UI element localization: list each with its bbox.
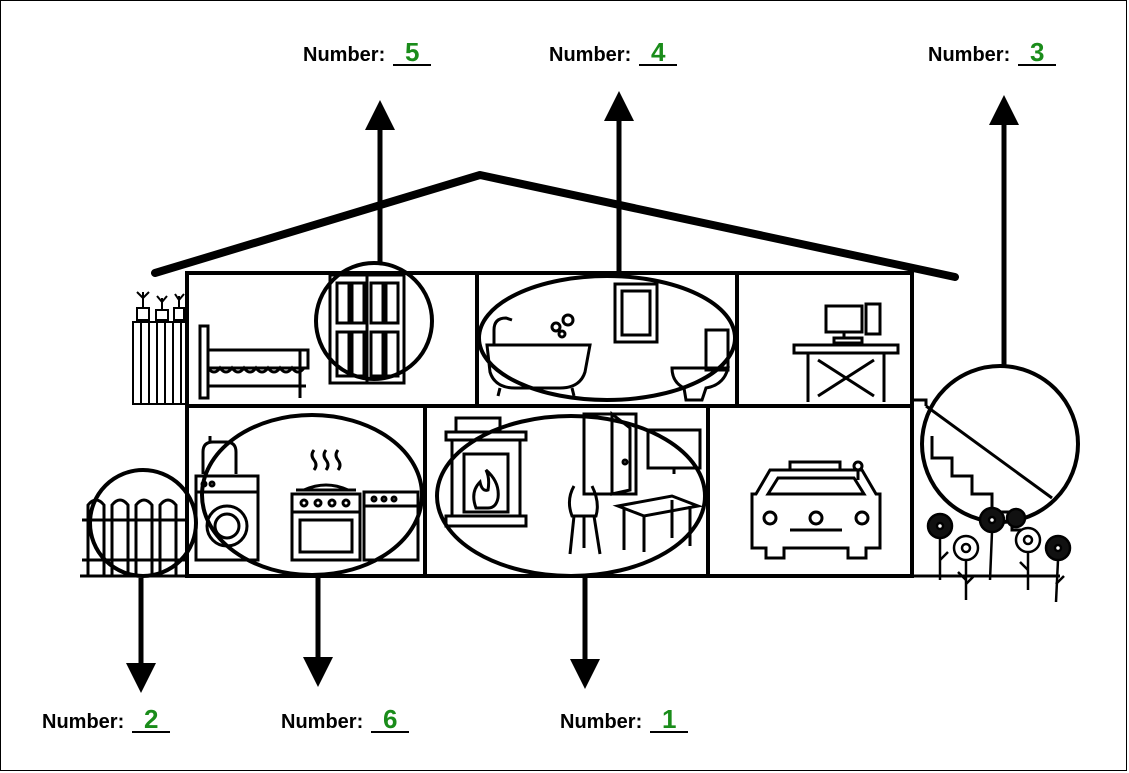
bathtub-icon: [485, 313, 592, 397]
label-bedroom: Number: 5: [303, 39, 432, 67]
answer-bedroom-door[interactable]: 5: [393, 39, 432, 66]
table-icon: [612, 494, 704, 552]
label-prefix: Number:: [303, 44, 386, 66]
label-prefix: Number:: [42, 711, 125, 733]
mirror-icon: [613, 282, 659, 344]
living-room-ellipse: [435, 414, 707, 578]
flowers-icon: [926, 506, 1072, 603]
label-kitchen: Number: 6: [281, 706, 410, 734]
roof: [151, 171, 959, 281]
chair-icon: [567, 485, 602, 555]
balcony-plants-icon: [132, 291, 188, 405]
bathroom-ellipse: [477, 274, 737, 402]
bedroom-door-circle: [314, 261, 434, 381]
tv-icon: [646, 428, 702, 474]
answer-stairs[interactable]: 3: [1018, 39, 1057, 66]
fireplace-icon: [444, 416, 528, 528]
stove-icon: [290, 449, 362, 562]
label-prefix: Number:: [549, 44, 632, 66]
answer-living-room[interactable]: 1: [650, 706, 689, 733]
computer-desk-icon: [792, 302, 900, 402]
doorway-icon: [582, 410, 638, 496]
fence-icon: [82, 498, 186, 576]
toaster-icon: [201, 436, 238, 474]
label-bathroom: Number: 4: [549, 39, 678, 67]
label-prefix: Number:: [928, 44, 1011, 66]
oven-icon: [362, 490, 420, 562]
label-fence: Number: 2: [42, 706, 171, 734]
answer-fence[interactable]: 2: [132, 706, 171, 733]
kitchen-ellipse: [200, 413, 424, 577]
answer-kitchen[interactable]: 6: [371, 706, 410, 733]
wardrobe-door-icon: [328, 273, 406, 385]
label-prefix: Number:: [281, 711, 364, 733]
stairs-circle: [920, 364, 1080, 524]
bed-icon: [198, 324, 310, 400]
arrows: [126, 91, 1019, 693]
car-icon: [750, 460, 882, 560]
label-stairs: Number: 3: [928, 39, 1057, 67]
answer-bathroom[interactable]: 4: [639, 39, 678, 66]
lower-floor: [185, 404, 914, 578]
label-living-room: Number: 1: [560, 706, 689, 734]
label-prefix: Number:: [560, 711, 643, 733]
